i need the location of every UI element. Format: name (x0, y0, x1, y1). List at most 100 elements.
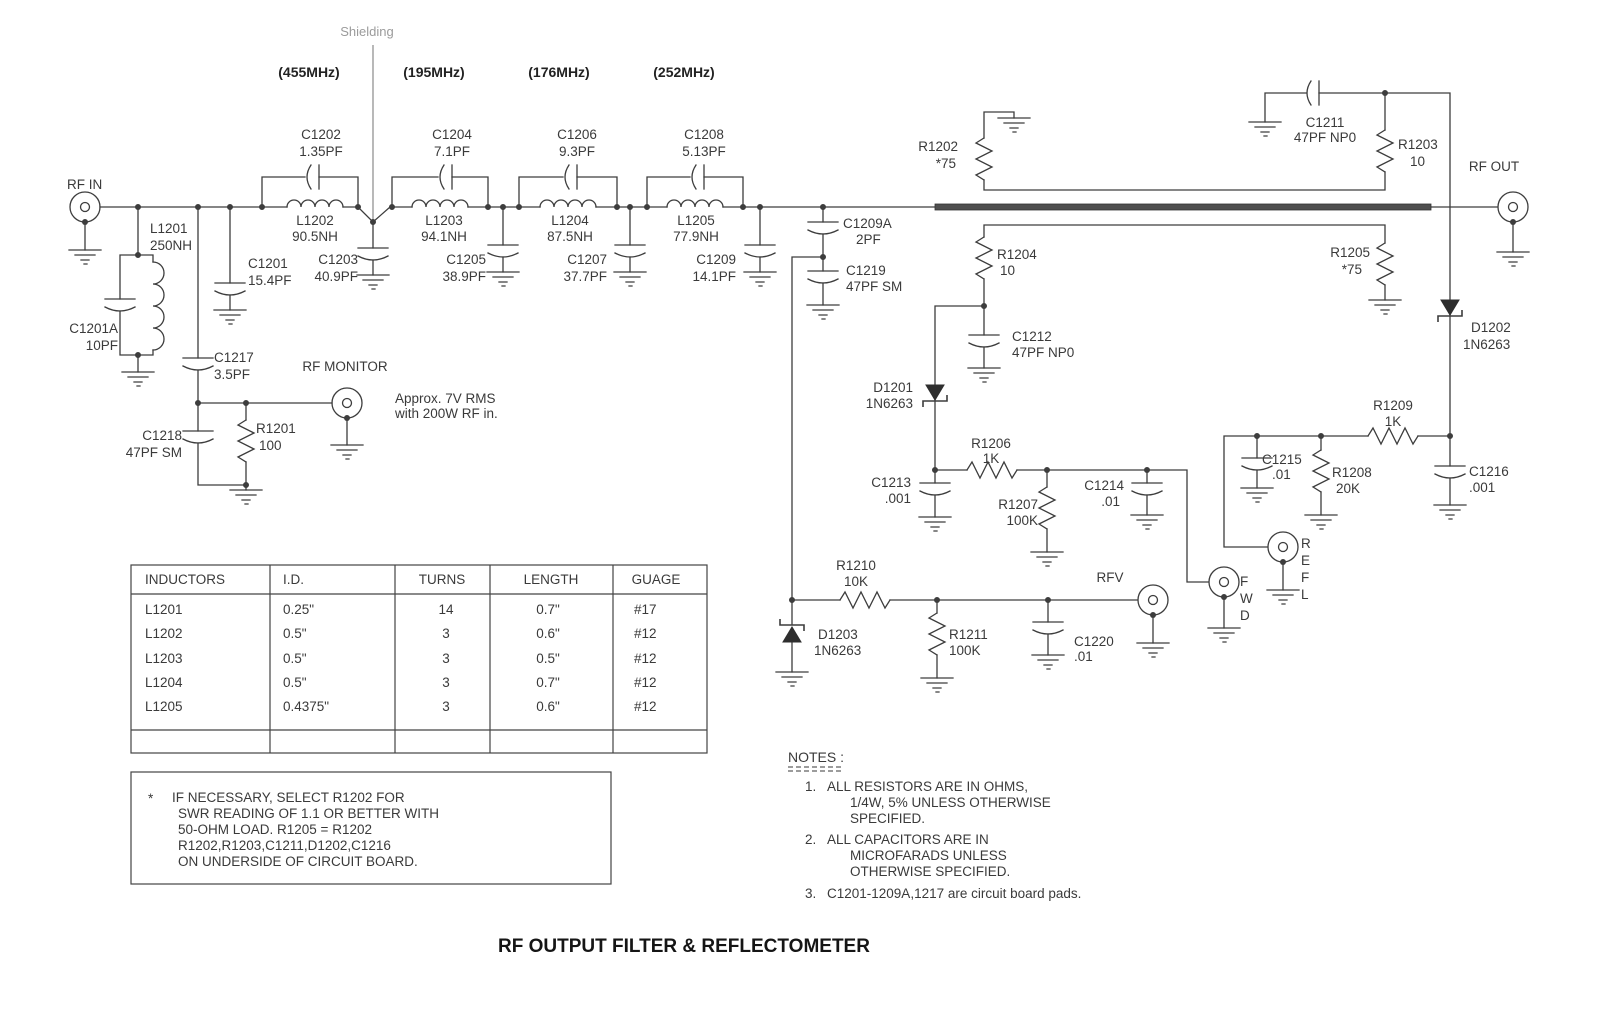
cell: 0.5" (283, 651, 307, 666)
label-R1201: R1201 (256, 421, 296, 436)
cell: 0.7" (536, 675, 560, 690)
page-title: RF OUTPUT FILTER & REFLECTOMETER (498, 936, 870, 957)
label-C1219: C1219 (846, 263, 886, 278)
note2-line2: MICROFARADS UNLESS (850, 848, 1007, 863)
monitor-note-line2: with 200W RF in. (394, 406, 498, 421)
capacitor-symbol-C1208 (691, 164, 705, 190)
label-C1203: C1203 (318, 252, 358, 267)
table-row: L1201 0.25" 14 0.7" #17 (145, 602, 657, 617)
cell: 3 (442, 699, 450, 714)
value-C1201: 15.4PF (248, 273, 292, 288)
value-C1213: .001 (885, 491, 911, 506)
cell: L1201 (145, 602, 183, 617)
label-C1209: C1209 (696, 252, 736, 267)
ground-symbol (613, 271, 647, 287)
rf-monitor-label: RF MONITOR (302, 359, 387, 374)
note1-line3: SPECIFIED. (850, 811, 925, 826)
diode-symbol-D1203 (782, 626, 802, 643)
label-C1218: C1218 (142, 428, 182, 443)
label-C1207: C1207 (567, 252, 607, 267)
value-C1219: 47PF SM (846, 279, 902, 294)
component-labels: L1201 250NH C1201A 10PF C1201 15.4PF C12… (69, 115, 1511, 664)
value-D1202: 1N6263 (1463, 337, 1510, 352)
ground-symbol (68, 249, 102, 265)
note2-number: 2. (805, 832, 816, 847)
resistor-symbol-R1211 (928, 612, 946, 656)
capacitor-symbol-C1217 (182, 357, 214, 371)
note2-line1: ALL CAPACITORS ARE IN (827, 832, 989, 847)
resistor-symbol-R1203 (1376, 129, 1394, 173)
ground-symbol (1240, 487, 1274, 503)
value-D1201: 1N6263 (866, 396, 913, 411)
refl-connector-icon (1267, 531, 1299, 566)
cell: L1204 (145, 675, 183, 690)
table-grid-lines (131, 565, 707, 753)
value-C1203: 40.9PF (314, 269, 358, 284)
cell: 0.6" (536, 699, 560, 714)
rf-out-label: RF OUT (1469, 159, 1519, 174)
shielding-label: Shielding (340, 24, 394, 39)
label-C1212: C1212 (1012, 329, 1052, 344)
ground-symbol (229, 489, 263, 505)
capacitor-symbol-C1219 (807, 270, 839, 284)
capacitor-symbol-C1205 (487, 244, 519, 258)
inductor-symbol-L1205 (666, 199, 724, 208)
diodes (779, 299, 1463, 643)
label-R1211: R1211 (949, 627, 988, 642)
value-C1207: 37.7PF (563, 269, 607, 284)
notes-section: NOTES : 1. ALL RESISTORS ARE IN OHMS, 1/… (788, 749, 1081, 901)
label-L1202: L1202 (296, 213, 334, 228)
value-R1201: 100 (259, 438, 282, 453)
value-C1209: 14.1PF (692, 269, 736, 284)
cell: L1203 (145, 651, 183, 666)
ground-symbol (1030, 551, 1064, 567)
label-C1205: C1205 (446, 252, 486, 267)
label-C1217: C1217 (214, 350, 254, 365)
table-row: L1204 0.5" 3 0.7" #12 (145, 675, 657, 690)
capacitor-symbol-C1209A (807, 221, 839, 235)
table-header-inductors: INDUCTORS (145, 572, 225, 587)
cell: 0.5" (536, 651, 560, 666)
value-R1206: 1K (983, 451, 1000, 466)
diode-symbol-D1201 (925, 384, 945, 401)
diode-cathode-D1203 (779, 619, 805, 631)
inductor-symbol-L1201 (152, 261, 165, 351)
value-L1201: 250NH (150, 238, 192, 253)
junction-dots (135, 90, 1453, 603)
star-mark: * (148, 791, 154, 806)
capacitor-symbol-C1216 (1434, 465, 1466, 479)
cell: #12 (634, 675, 657, 690)
capacitor-symbol-C1211 (1306, 80, 1320, 106)
value-C1218: 47PF SM (126, 445, 182, 460)
label-C1213: C1213 (871, 475, 911, 490)
capacitor-symbol-C1201 (214, 282, 246, 296)
label-C1211: C1211 (1306, 115, 1345, 130)
notes-underline (788, 766, 844, 772)
star-note-line1: IF NECESSARY, SELECT R1202 FOR (172, 790, 405, 805)
label-R1205: R1205 (1330, 245, 1370, 260)
label-R1209: R1209 (1373, 398, 1413, 413)
note1-line1: ALL RESISTORS ARE IN OHMS, (827, 779, 1028, 794)
rfv-label: RFV (1097, 570, 1124, 585)
value-R1207: 100K (1006, 513, 1038, 528)
label-L1203: L1203 (425, 213, 463, 228)
freq-label-176mhz: (176MHz) (528, 64, 589, 80)
ground-symbol (1496, 251, 1530, 267)
circuit-wires (84, 92, 1514, 679)
inductor-symbol-L1202 (286, 199, 344, 208)
value-C1204: 7.1PF (434, 144, 470, 159)
value-C1208: 5.13PF (682, 144, 726, 159)
value-L1205: 77.9NH (673, 229, 719, 244)
table-row: L1202 0.5" 3 0.6" #12 (145, 626, 657, 641)
ground-symbol (121, 371, 155, 387)
coupler-line-bar (934, 203, 1432, 211)
resistor-symbol-R1201 (237, 419, 255, 463)
capacitor-symbol-C1203 (357, 247, 389, 261)
diode-cathode-D1201 (922, 395, 948, 407)
fwd-connector-icon (1208, 566, 1240, 601)
label-R1203: R1203 (1398, 137, 1438, 152)
